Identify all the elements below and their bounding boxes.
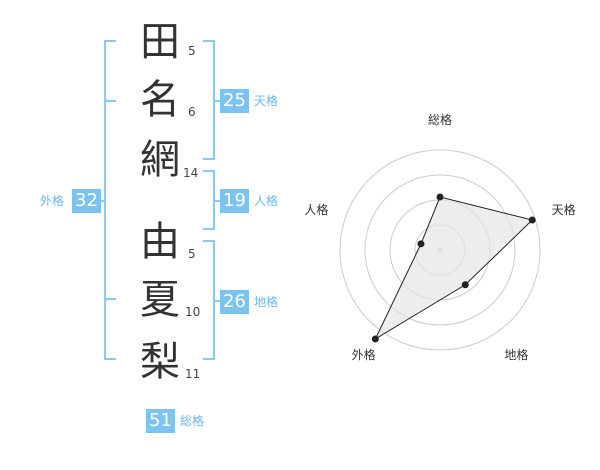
stroke-count-6: 11 [185,367,201,381]
stroke-count-5: 10 [185,305,201,319]
radar-axis-label-3: 地格 [504,347,528,362]
radar-axis-label-4: 外格 [352,347,376,362]
radar-point-3 [461,281,469,289]
chikaku-label: 地格 [254,295,279,309]
gaikaku-label: 外格 [40,194,65,208]
tenkaku-label: 天格 [254,94,279,108]
name-char-4: 由 [140,219,180,265]
stroke-count-4: 5 [188,247,196,261]
radar-ring [339,149,541,351]
gaikaku-value-badge: 32 [72,189,101,213]
chikaku-value-badge: 26 [220,290,249,314]
name-char-5: 夏 [140,277,180,323]
stroke-count-1: 5 [188,44,196,58]
radar-point-2 [528,216,536,224]
jinkaku-value-badge: 19 [220,189,249,213]
name-char-3: 網 [140,137,180,183]
radar-axis-label-5: 人格 [304,202,328,217]
radar-polygon [374,196,534,341]
radar-point-5 [417,240,425,248]
radar-ring [364,174,516,326]
name-char-1: 田 [140,19,180,65]
radar-point-4 [371,335,379,343]
soukaku-label: 総格 [180,414,205,428]
soukaku-value-badge: 51 [146,409,175,433]
name-char-6: 梨 [140,339,180,385]
radar-point-1 [436,193,444,201]
stroke-count-3: 14 [183,166,199,180]
radar-axis-label-2: 天格 [552,202,576,217]
name-char-2: 名 [140,77,180,123]
tenkaku-value-badge: 25 [220,89,249,113]
jinkaku-label: 人格 [254,194,279,208]
stroke-count-2: 6 [188,105,196,119]
radar-axis-label-1: 総格 [428,112,452,127]
